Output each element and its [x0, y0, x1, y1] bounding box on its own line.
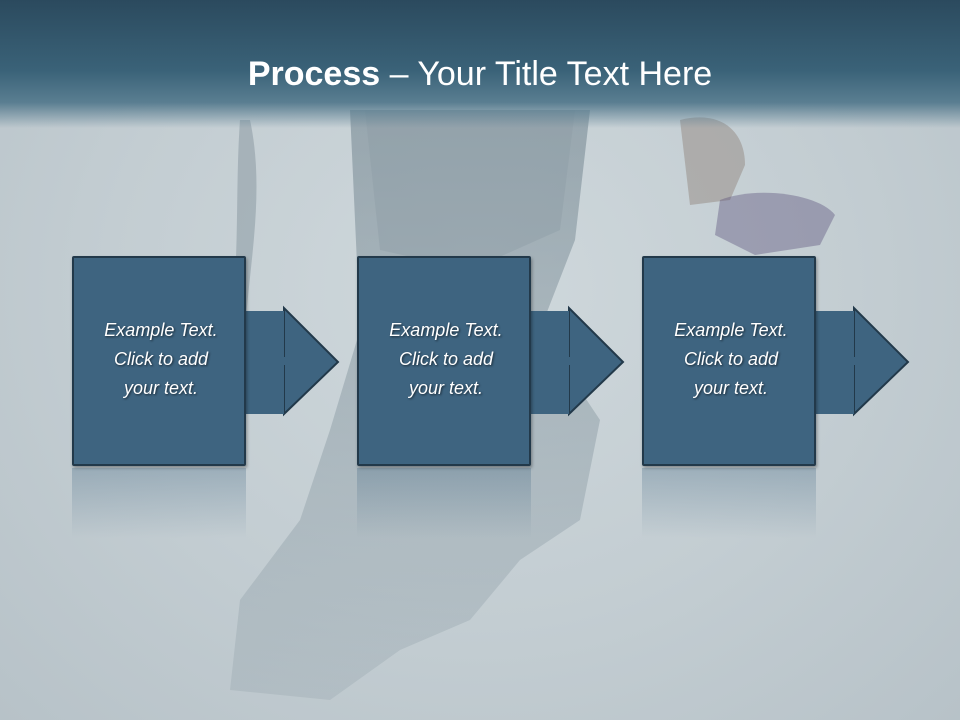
title-rest: – Your Title Text Here: [380, 55, 713, 93]
shoe-shape: [715, 192, 835, 255]
title-bold: Process: [247, 55, 381, 93]
slide-title[interactable]: Process – Your Title Text Here: [0, 52, 960, 96]
step-text[interactable]: Example Text. Click to add your text.: [674, 320, 788, 398]
step-box[interactable]: Example Text. Click to add your text.: [642, 256, 816, 466]
title-bar: [0, 0, 960, 128]
step-text[interactable]: Example Text. Click to add your text.: [104, 320, 218, 398]
step-text[interactable]: Example Text. Click to add your text.: [389, 320, 503, 398]
mesh-shirt: [365, 110, 575, 270]
step-box[interactable]: Example Text. Click to add your text.: [357, 256, 531, 466]
box-reflection: [72, 468, 246, 538]
process-step-3[interactable]: Example Text. Click to add your text.: [642, 256, 910, 466]
step-box[interactable]: Example Text. Click to add your text.: [72, 256, 246, 466]
hand-shape: [680, 117, 745, 205]
process-step-1[interactable]: Example Text. Click to add your text.: [72, 256, 340, 466]
box-reflection: [357, 468, 531, 538]
box-reflection: [642, 468, 816, 538]
process-step-2[interactable]: Example Text. Click to add your text.: [357, 256, 625, 466]
